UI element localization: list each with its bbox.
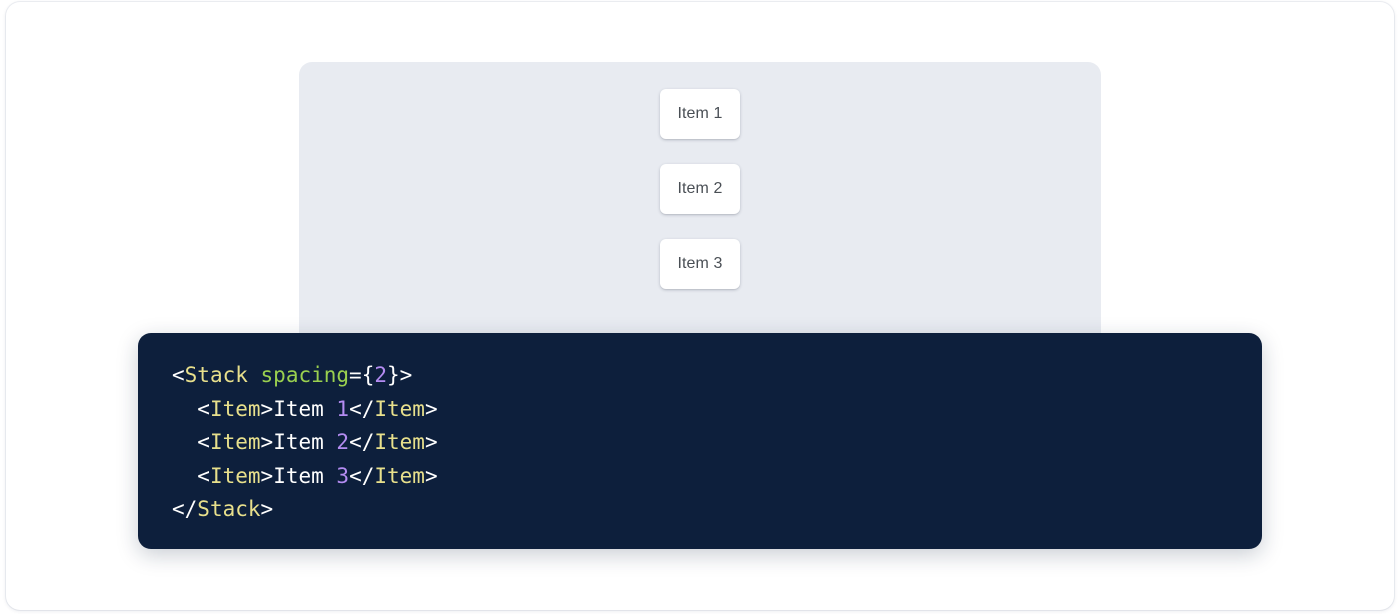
code-token-tag: Item xyxy=(209,463,261,488)
code-token-punct: < xyxy=(172,363,185,387)
code-token-punct: < xyxy=(197,430,210,455)
code-token-punct: > xyxy=(260,430,274,455)
code-token-text: Item xyxy=(273,396,337,421)
code-token-punct: > xyxy=(424,430,438,455)
code-line: </Stack> xyxy=(172,493,1262,527)
list-item[interactable]: Item 1 xyxy=(660,89,740,139)
code-block[interactable]: <Stack spacing={2}> <Item>Item 1</Item> … xyxy=(172,359,1262,527)
code-token-punct: ={ xyxy=(349,363,375,387)
code-token-punct: </ xyxy=(349,396,375,421)
code-token-tag: Item xyxy=(209,396,261,421)
code-line: <Stack spacing={2}> xyxy=(172,359,1262,393)
stack-component: Item 1 Item 2 Item 3 xyxy=(660,89,740,289)
code-token-num: 2 xyxy=(374,363,387,387)
list-item[interactable]: Item 3 xyxy=(660,239,740,289)
code-token-punct: > xyxy=(260,497,274,522)
code-token-punct: < xyxy=(197,463,210,488)
code-token-text: Item xyxy=(273,463,337,488)
code-line: <Item>Item 2</Item> xyxy=(172,426,1262,460)
code-token-punct: </ xyxy=(172,497,198,522)
code-token-attr: spacing xyxy=(260,363,350,387)
code-snippet-panel[interactable]: <Stack spacing={2}> <Item>Item 1</Item> … xyxy=(138,333,1262,549)
code-token-tag: Item xyxy=(374,463,425,488)
item-label: Item 1 xyxy=(677,105,723,122)
code-line: <Item>Item 1</Item> xyxy=(172,393,1262,427)
component-preview-panel: Item 1 Item 2 Item 3 xyxy=(299,62,1101,362)
code-token-num: 1 xyxy=(336,396,350,421)
code-token-punct: > xyxy=(260,396,274,421)
code-indent xyxy=(172,430,197,454)
code-token-punct: </ xyxy=(349,430,375,455)
code-token-num: 3 xyxy=(336,463,350,488)
code-token-num: 2 xyxy=(336,430,350,455)
code-token-punct: > xyxy=(424,396,438,421)
code-token-text xyxy=(248,363,261,387)
code-token-tag: Item xyxy=(374,430,425,455)
code-token-text: Item xyxy=(273,430,337,455)
item-label: Item 2 xyxy=(677,180,723,197)
code-token-tag: Stack xyxy=(184,363,248,387)
code-token-punct: > xyxy=(260,463,274,488)
code-token-tag: Stack xyxy=(197,497,261,522)
list-item[interactable]: Item 2 xyxy=(660,164,740,214)
code-indent xyxy=(172,397,197,421)
code-token-tag: Item xyxy=(209,430,261,455)
code-token-tag: Item xyxy=(374,396,425,421)
code-token-punct: < xyxy=(197,396,210,421)
app-card: Item 1 Item 2 Item 3 <Stack spacing={2}>… xyxy=(6,2,1394,610)
code-token-punct: }> xyxy=(387,363,413,387)
code-token-punct: > xyxy=(424,463,438,488)
code-indent xyxy=(172,464,197,488)
code-token-punct: </ xyxy=(349,463,375,488)
code-line: <Item>Item 3</Item> xyxy=(172,460,1262,494)
item-label: Item 3 xyxy=(677,255,723,272)
